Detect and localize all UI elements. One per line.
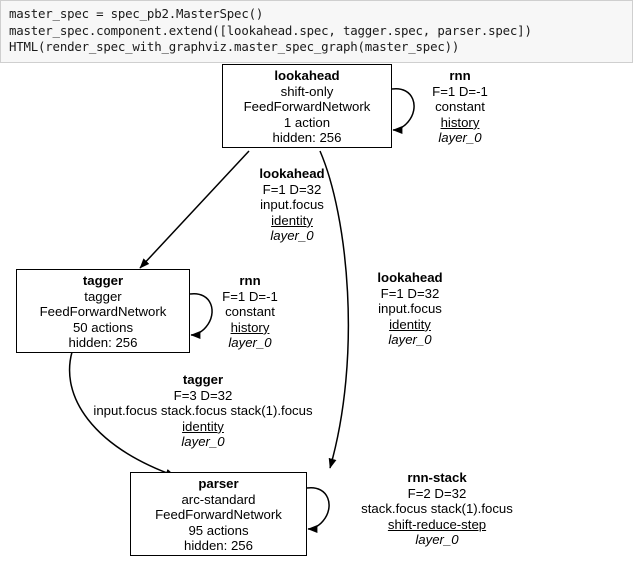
node-tagger-hidden: hidden: 256 [68, 335, 138, 351]
node-lookahead-title: lookahead [274, 68, 340, 83]
edge-label-source: history [440, 114, 480, 130]
edge-label-layer: layer_0 [228, 335, 272, 351]
edge-label-layer: layer_0 [388, 332, 432, 348]
edge-label-fd: F=1 D=-1 [222, 288, 278, 304]
node-parser-network: FeedForwardNetwork [155, 507, 282, 523]
edge-label-layer: layer_0 [415, 532, 459, 548]
edge-label-fd: F=1 D=-1 [432, 83, 488, 99]
master-spec-graph: lookahead shift-only FeedForwardNetwork … [0, 56, 633, 578]
edge-label-title: rnn [239, 273, 261, 288]
code-line-3: HTML(render_spec_with_graphviz.master_sp… [9, 39, 460, 54]
code-line-1: master_spec = spec_pb2.MasterSpec() [9, 6, 264, 21]
edge-lookahead-to-parser [319, 150, 350, 469]
node-parser-actions: 95 actions [188, 522, 249, 538]
node-tagger-network: FeedForwardNetwork [39, 304, 167, 320]
node-tagger-actions: 50 actions [72, 319, 134, 335]
edge-label-fd: F=1 D=32 [262, 181, 322, 197]
graph-edges [68, 88, 415, 533]
edge-label-layer: layer_0 [270, 228, 314, 244]
edge-label-features: constant [435, 99, 485, 115]
node-lookahead-network: FeedForwardNetwork [243, 99, 371, 115]
edge-tagger-to-parser [68, 351, 176, 477]
edge-label-lookahead-to-parser: lookahead F=1 D=32 input.focus identity … [359, 270, 461, 348]
code-cell[interactable]: master_spec = spec_pb2.MasterSpec() mast… [0, 0, 633, 63]
edge-label-layer: layer_0 [181, 434, 225, 450]
node-parser-transition: arc-standard [181, 491, 256, 507]
node-lookahead-hidden: hidden: 256 [272, 130, 342, 146]
node-tagger-transition: tagger [84, 288, 122, 304]
edge-label-title: lookahead [259, 166, 325, 181]
edge-label-source: identity [182, 418, 224, 434]
edge-label-title: lookahead [377, 270, 443, 285]
edge-label-title: rnn [449, 68, 471, 83]
edge-label-title: rnn-stack [407, 470, 467, 485]
edge-tagger-self [189, 293, 213, 339]
edge-label-features: constant [225, 304, 275, 320]
node-parser[interactable]: parser arc-standard FeedForwardNetwork 9… [130, 472, 307, 556]
edge-label-fd: F=3 D=32 [173, 387, 233, 403]
edge-label-layer: layer_0 [438, 130, 482, 146]
node-lookahead[interactable]: lookahead shift-only FeedForwardNetwork … [222, 64, 392, 148]
edge-label-features: input.focus [378, 301, 442, 317]
node-lookahead-actions: 1 action [283, 114, 331, 130]
node-tagger[interactable]: tagger tagger FeedForwardNetwork 50 acti… [16, 269, 190, 353]
edge-label-tagger-to-parser: tagger F=3 D=32 input.focus stack.focus … [78, 372, 328, 450]
edge-label-fd: F=1 D=32 [380, 285, 440, 301]
edge-label-fd: F=2 D=32 [407, 485, 467, 501]
node-parser-hidden: hidden: 256 [184, 538, 253, 554]
code-line-2: master_spec.component.extend([lookahead.… [9, 22, 532, 38]
edge-label-parser-self: rnn-stack F=2 D=32 stack.focus stack(1).… [329, 470, 545, 548]
node-parser-title: parser [198, 476, 239, 491]
node-tagger-title: tagger [82, 273, 124, 288]
edge-label-source: identity [389, 316, 431, 332]
edge-label-title: tagger [182, 372, 224, 387]
edge-label-source: history [230, 319, 270, 335]
edge-label-features: input.focus stack.focus stack(1).focus [93, 403, 313, 419]
edge-lookahead-to-tagger [139, 150, 250, 269]
edge-label-tagger-self: rnn F=1 D=-1 constant history layer_0 [204, 273, 296, 351]
node-lookahead-transition: shift-only [280, 83, 334, 99]
edge-label-lookahead-self: rnn F=1 D=-1 constant history layer_0 [414, 68, 506, 146]
edge-lookahead-self [391, 88, 415, 134]
edge-label-source: identity [271, 212, 313, 228]
edge-label-lookahead-to-tagger: lookahead F=1 D=32 input.focus identity … [241, 166, 343, 244]
edge-parser-self [306, 487, 330, 533]
edge-label-source: shift-reduce-step [387, 516, 487, 532]
edge-label-features: input.focus [260, 197, 324, 213]
edge-label-features: stack.focus stack(1).focus [361, 501, 513, 517]
